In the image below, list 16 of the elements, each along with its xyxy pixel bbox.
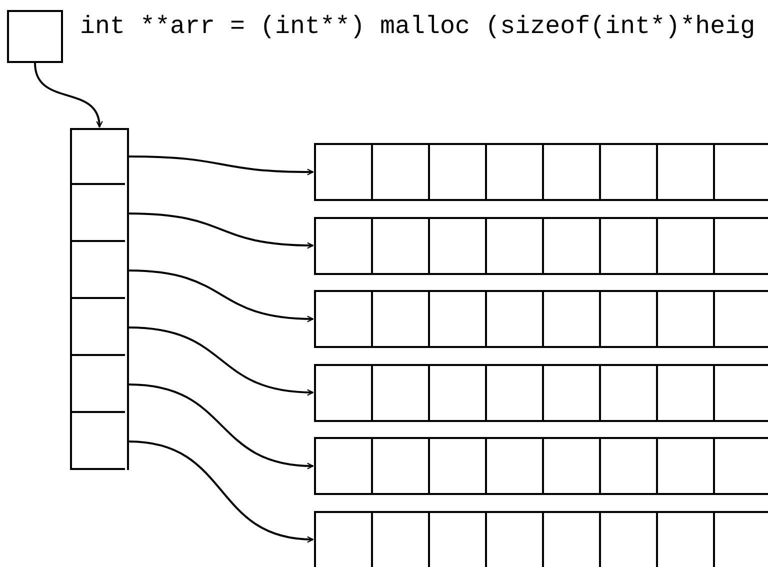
array-row [314,364,768,422]
array-block [70,128,129,470]
array-row [314,290,768,348]
array-row [314,143,768,201]
arrow [34,62,102,128]
arrow [128,156,314,176]
array-row [314,216,768,274]
arrow [128,270,314,322]
arrow [128,384,314,469]
arrow [128,212,314,249]
array-row [314,437,768,495]
memory-cell [7,10,63,63]
array-row [314,510,768,567]
arrow [128,440,314,542]
code-line: int **arr = (int**) malloc (sizeof(int*)*heig [80,12,756,41]
arrow [128,326,314,396]
